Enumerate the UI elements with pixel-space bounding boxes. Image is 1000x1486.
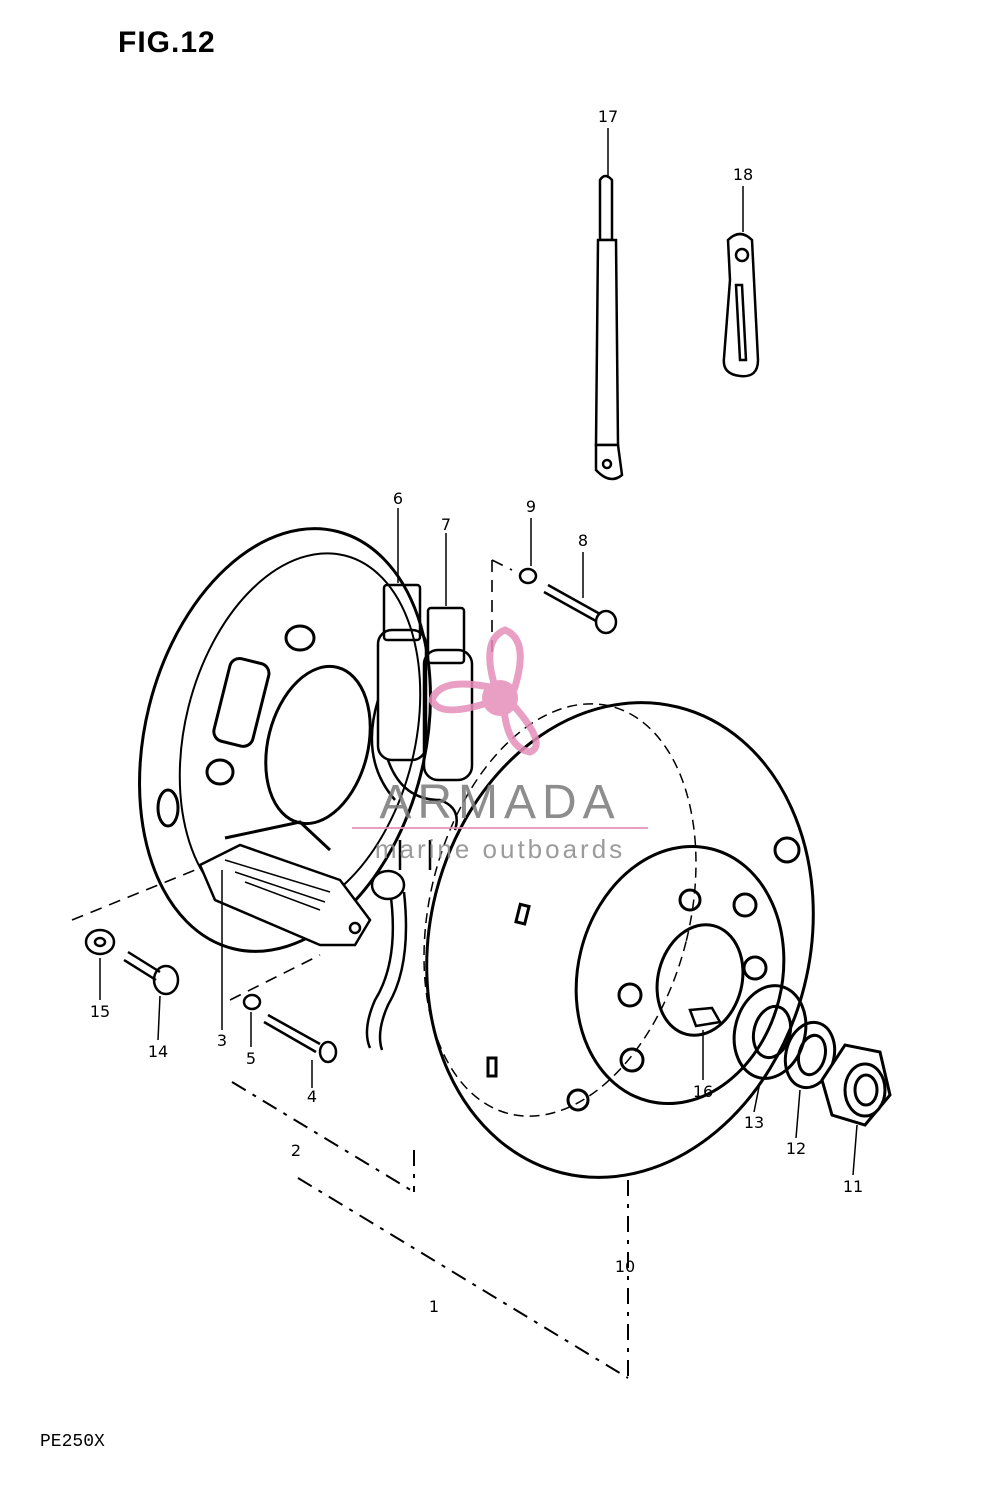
washer-5 [242, 993, 262, 1011]
callout-10: 10 [615, 1257, 635, 1276]
stator-plate [138, 527, 432, 953]
callout-7: 7 [441, 515, 451, 534]
washer-15 [84, 928, 116, 956]
screw-4 [263, 1013, 338, 1064]
watermark-brand: ARMADA [379, 776, 620, 829]
callout-5: 5 [246, 1049, 256, 1068]
callout-8: 8 [578, 531, 588, 550]
tool-17 [594, 174, 624, 481]
screw-14 [123, 950, 180, 996]
wire-harness [365, 869, 408, 1051]
callout-4: 4 [307, 1087, 317, 1106]
screw-8 [543, 583, 618, 635]
watermark-tagline: marine outboards [375, 834, 625, 864]
callout-2: 2 [291, 1141, 301, 1160]
callout-14: 14 [148, 1042, 168, 1061]
tool-18 [722, 232, 760, 378]
callout-16: 16 [693, 1082, 713, 1101]
figure-title: FIG.12 [118, 26, 216, 59]
washer-9 [518, 567, 538, 585]
model-code: PE250X [40, 1432, 105, 1452]
propeller-logo-icon [428, 626, 540, 756]
callout-9: 9 [526, 497, 536, 516]
pulser-unit [198, 843, 372, 947]
leader-lines [99, 128, 858, 1176]
callout-12: 12 [786, 1139, 806, 1158]
alignment-lines [71, 559, 513, 1001]
callout-18: 18 [733, 165, 753, 184]
woodruff-key [688, 1006, 722, 1028]
watermark-divider [352, 827, 648, 829]
callout-15: 15 [90, 1002, 110, 1021]
callout-6: 6 [393, 489, 403, 508]
watermark: ARMADA marine outboards [352, 626, 648, 864]
callout-11: 11 [843, 1177, 863, 1196]
propeller-hub-icon [482, 680, 518, 716]
callout-3: 3 [217, 1031, 227, 1050]
callout-17: 17 [598, 107, 618, 126]
flywheel-rotor [423, 701, 815, 1179]
nut-11 [820, 1043, 892, 1127]
coil-assembly [370, 583, 474, 870]
callout-numbers: 1 2 3 4 5 6 7 8 9 10 11 12 13 14 15 16 1… [90, 107, 863, 1316]
callout-13: 13 [744, 1113, 764, 1132]
group-brackets [231, 1081, 629, 1379]
callout-1: 1 [429, 1297, 439, 1316]
